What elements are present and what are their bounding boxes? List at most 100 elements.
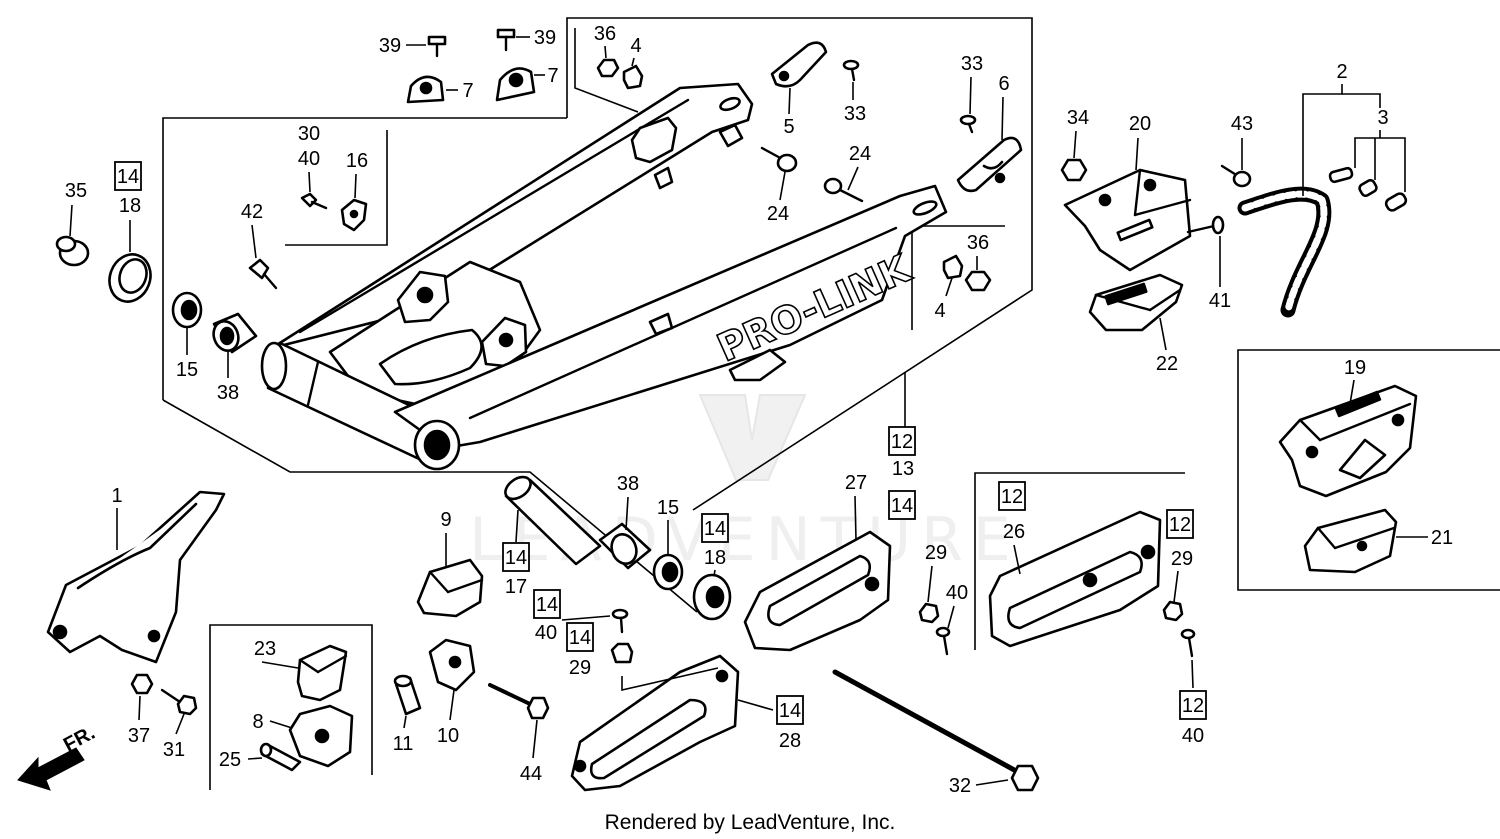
- ref-number: 4: [630, 35, 641, 57]
- part-3-chain-joint: [1328, 166, 1408, 212]
- part-7-pad-left: [406, 75, 445, 104]
- boxed-ref-text: 14: [704, 518, 726, 540]
- part-27-chain-slider: [743, 530, 892, 652]
- boxed-ref-text: 14: [569, 627, 591, 649]
- ref-number: 4: [934, 300, 945, 322]
- part-18-dust-seal: [108, 253, 152, 303]
- ref-number: 37: [128, 725, 150, 747]
- part-19-chain-guide: [1278, 384, 1418, 498]
- ref-number: 7: [547, 65, 558, 87]
- boxed-ref: 14: [114, 161, 142, 191]
- ref-number: 21: [1431, 527, 1453, 549]
- part-42-grease-nipple: [248, 258, 278, 290]
- part-39-bolt-right: [496, 28, 516, 52]
- part-33-screw-lower: [959, 114, 977, 134]
- boxed-ref-text: 12: [1001, 486, 1023, 508]
- ref-number: 7: [462, 80, 473, 102]
- watermark-logo: [698, 394, 807, 481]
- boxed-ref-text: 14: [536, 594, 558, 616]
- part-1-chain-case: [46, 490, 226, 664]
- ref-number: 39: [379, 35, 401, 57]
- part-5-bracket: [770, 41, 828, 88]
- ref-number: 33: [844, 103, 866, 125]
- ref-number: 34: [1067, 107, 1089, 129]
- part-39-bolt-left: [427, 35, 447, 58]
- ref-number: 40: [1182, 725, 1204, 747]
- ref-number: 1: [111, 485, 122, 507]
- part-15-ring-right: [652, 553, 684, 591]
- boxed-ref-text: 12: [1182, 695, 1204, 717]
- ref-number: 40: [535, 622, 557, 644]
- part-20-chain-guide: [1063, 168, 1192, 272]
- part-43-bolt: [1220, 164, 1252, 188]
- part-11-pin: [393, 674, 422, 716]
- part-32-axle-bolt: [832, 669, 1040, 792]
- ref-number: 15: [657, 497, 679, 519]
- ref-number: 18: [119, 195, 141, 217]
- part-26-chain-slider: [988, 510, 1162, 648]
- ref-number: 22: [1156, 353, 1178, 375]
- part-28-chain-slider: [570, 654, 740, 792]
- boxed-ref: 14: [888, 490, 916, 520]
- boxed-ref: 14: [566, 622, 594, 652]
- boxed-ref: 12: [1166, 509, 1194, 539]
- part-36-nut-mid: [964, 270, 992, 292]
- ref-number: 29: [925, 542, 947, 564]
- ref-number: 29: [1171, 548, 1193, 570]
- reference-numbers: 39 39 7 7 36 4 5 33 33 6 30 40 16 42 24 …: [65, 23, 1453, 797]
- ref-number: 36: [594, 23, 616, 45]
- part-4-clip-mid: [942, 254, 964, 280]
- front-direction-arrow: FR.: [17, 722, 99, 791]
- part-22-slider: [1088, 273, 1184, 332]
- part-38-bushing-right: [598, 522, 652, 570]
- part-40-screw-left: [611, 608, 629, 634]
- ref-number: 8: [252, 711, 263, 733]
- part-7-pad-right: [495, 67, 536, 102]
- part-21-slider-block: [1303, 508, 1398, 574]
- footer-credit: Rendered by LeadVenture, Inc.: [605, 811, 896, 834]
- ref-number: 43: [1231, 113, 1253, 135]
- part-34-nut: [1060, 158, 1088, 182]
- ref-number: 44: [520, 763, 542, 785]
- ref-number: 42: [241, 201, 263, 223]
- ref-number: 3: [1377, 107, 1388, 129]
- front-direction-label: FR.: [60, 722, 99, 757]
- part-36-nut-top: [596, 58, 620, 78]
- boxed-reference-numbers: 14 12 14 14 14 14 14 12 12 14 12: [114, 161, 1207, 725]
- part-16-clamp: [340, 198, 368, 232]
- ref-number: 30: [298, 123, 320, 145]
- boxed-ref-text: 14: [505, 547, 527, 569]
- part-17-collar: [504, 475, 602, 566]
- part-33-screw-upper: [842, 59, 860, 82]
- ref-number: 16: [346, 150, 368, 172]
- ref-number: 23: [254, 638, 276, 660]
- ref-number: 38: [217, 382, 239, 404]
- ref-number: 32: [949, 775, 971, 797]
- boxed-ref: 12: [1179, 690, 1207, 720]
- ref-number: 39: [534, 27, 556, 49]
- boxed-ref: 14: [502, 542, 530, 572]
- ref-number: 40: [946, 582, 968, 604]
- boxed-ref-text: 12: [1169, 514, 1191, 536]
- part-24-bolt-left: [760, 146, 798, 173]
- ref-number: 17: [505, 576, 527, 598]
- ref-number: 25: [219, 749, 241, 771]
- part-8-bracket: [288, 704, 354, 768]
- part-37-nut: [130, 673, 154, 695]
- part-23-cover: [296, 644, 348, 702]
- part-18-seal-right: [692, 573, 732, 621]
- part-4-clip-top: [622, 64, 644, 90]
- part-40-bolt-right: [1180, 628, 1196, 658]
- ref-number: 33: [961, 53, 983, 75]
- ref-number: 26: [1003, 521, 1025, 543]
- part-44-bolt: [488, 683, 550, 720]
- part-29-collar-mid: [918, 602, 940, 624]
- boxed-ref: 12: [888, 426, 916, 456]
- part-35-cap-nut: [55, 235, 90, 267]
- part-24-bolt-right: [823, 177, 864, 203]
- ref-number: 11: [393, 733, 414, 755]
- ref-number: 38: [617, 473, 639, 495]
- boxed-ref-text: 14: [779, 700, 801, 722]
- ref-number: 2: [1336, 61, 1347, 83]
